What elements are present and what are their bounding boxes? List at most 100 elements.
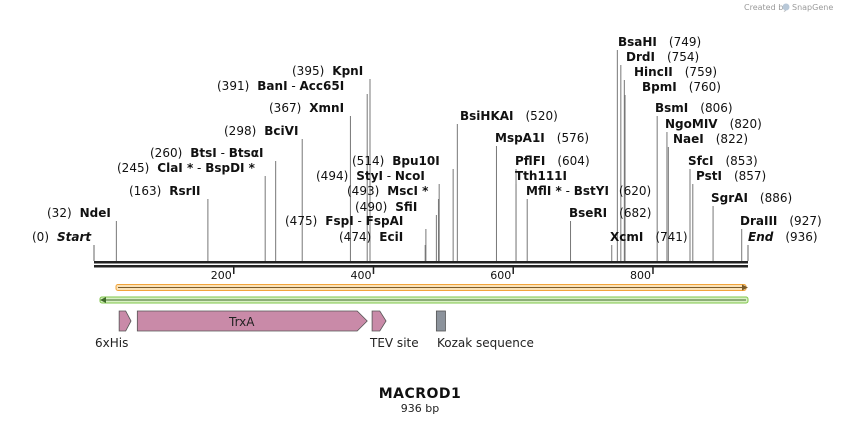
site-hincii-name[interactable]: HincII: [634, 65, 673, 79]
svg-text:(367)XmnI: (367) XmnI: [269, 101, 344, 115]
site-end-name[interactable]: End: [748, 230, 774, 244]
site-btsi-name2[interactable]: BtsαI: [229, 146, 264, 160]
site-pflfi-name[interactable]: PflFI: [515, 154, 545, 168]
svg-text:DraIII(927): DraIII(927): [740, 214, 822, 228]
site-ngomiv-name[interactable]: NgoMIV: [665, 117, 718, 131]
site-bpmi-name[interactable]: BpmI: [642, 80, 677, 94]
site-sfci-num: (853): [725, 154, 757, 168]
site-tth111i-name[interactable]: Tth111I: [515, 169, 567, 183]
site-kpni-name[interactable]: KpnI: [332, 64, 363, 78]
ruler-tick-label-800: 800: [630, 269, 651, 282]
svg-text:(391)BanI - Acc65I: (391)BanI - Acc65I: [217, 79, 344, 93]
site-btsi-num: (260): [150, 146, 182, 160]
site-bsahi-name[interactable]: BsaHI: [618, 35, 657, 49]
site-xcmi-name[interactable]: XcmI: [610, 230, 643, 244]
site-mfli-dash: -: [562, 184, 574, 198]
credit-brand: SnapGene: [792, 3, 833, 12]
svg-text:Tth111I: Tth111I: [515, 169, 567, 183]
svg-text:BsmI(806): BsmI (806): [655, 101, 733, 115]
site-mfli-name[interactable]: MflI *: [526, 184, 562, 198]
site-kpni-num: (395): [292, 64, 324, 78]
site-naei-num: (822): [716, 132, 748, 146]
site-ngomiv-num: (820): [730, 117, 762, 131]
site-fspi-num: (475): [285, 214, 317, 228]
feature-trxa[interactable]: [136, 310, 368, 332]
site-msci-num: (493): [347, 184, 379, 198]
site-sgrai-name[interactable]: SgrAI: [711, 191, 748, 205]
svg-text:(494)StyI - NcoI: (494)StyI - NcoI: [316, 169, 425, 183]
svg-text:DrdI(754): DrdI (754): [626, 50, 699, 64]
site-mfli-name2[interactable]: BstYI: [574, 184, 609, 198]
site-draiii-name[interactable]: DraIII: [740, 214, 777, 228]
site-psti-num: (857): [734, 169, 766, 183]
site-bani-name[interactable]: BanI: [257, 79, 287, 93]
site-naei-name[interactable]: NaeI: [673, 132, 704, 146]
svg-text:(475)FspI - FspAI: (475) FspI - FspAI: [285, 214, 403, 228]
svg-text:MflI * - BstYI(620): MflI * - BstYI (620): [526, 184, 651, 198]
site-drdi-name[interactable]: DrdI: [626, 50, 655, 64]
sequence-length: 936 bp: [401, 402, 439, 415]
site-fspi-name[interactable]: FspI: [325, 214, 353, 228]
site-sfci-name[interactable]: SfcI: [688, 154, 713, 168]
svg-text:(514)Bpu10I: (514) Bpu10I: [352, 154, 440, 168]
site-mfli-num: (620): [619, 184, 651, 198]
site-mspa1i-name[interactable]: MspA1I: [495, 131, 545, 145]
backbone-bottom-strand: [94, 265, 748, 268]
site-xcmi-num: (741): [655, 230, 687, 244]
feature-tev[interactable]: [371, 310, 387, 332]
site-fspi-name2[interactable]: FspAI: [366, 214, 404, 228]
svg-text:(260)BtsI - BtsαI: (260)BtsI - BtsαI: [150, 146, 263, 160]
ruler-tick-label-600: 600: [490, 269, 511, 282]
site-bsmi-num: (806): [700, 101, 732, 115]
site-drdi-num: (754): [667, 50, 699, 64]
site-sfii-name[interactable]: SfiI: [395, 200, 417, 214]
feature-label-tev: TEV site: [369, 336, 419, 350]
site-psti-name[interactable]: PstI: [696, 169, 722, 183]
feature-6xhis[interactable]: [118, 310, 132, 332]
reverse-strand-arrow: [99, 296, 749, 304]
site-start-name[interactable]: Start: [57, 230, 92, 244]
svg-text:(490)SfiI: (490) SfiI: [355, 200, 417, 214]
site-ndei-name[interactable]: NdeI: [80, 206, 111, 220]
site-bsihkai-num: (520): [526, 109, 558, 123]
site-styi-name2[interactable]: NcoI: [395, 169, 425, 183]
site-clai-name2[interactable]: BspDI *: [205, 161, 255, 175]
site-fspi-dash: -: [354, 214, 366, 228]
svg-text:PflFI(604): PflFI(604): [515, 154, 590, 168]
site-bsmi-name[interactable]: BsmI: [655, 101, 688, 115]
site-sfii-num: (490): [355, 200, 387, 214]
site-xmni-num: (367): [269, 101, 301, 115]
site-clai-name[interactable]: ClaI *: [157, 161, 194, 175]
site-ecli-name[interactable]: EciI: [379, 230, 403, 244]
svg-text:(0)Start: (0)Start: [32, 230, 92, 244]
svg-text:(474)EciI: (474) EciI: [339, 230, 403, 244]
svg-text:SgrAI(886): SgrAI (886): [711, 191, 792, 205]
ruler-tick-label-200: 200: [211, 269, 232, 282]
site-msci-name[interactable]: MscI *: [387, 184, 429, 198]
feature-kozak[interactable]: [435, 310, 446, 332]
svg-text:(163)RsrII: (163) RsrII: [129, 184, 201, 198]
site-bpu10i-name[interactable]: Bpu10I: [392, 154, 439, 168]
svg-text:SfcI(853): SfcI (853): [688, 154, 758, 168]
site-bseri-name[interactable]: BseRI: [569, 206, 607, 220]
site-bseri-num: (682): [619, 206, 651, 220]
site-ndei-num: (32): [47, 206, 72, 220]
site-btsi-name[interactable]: BtsI: [190, 146, 217, 160]
feature-label-6xhis: 6xHis: [95, 336, 128, 350]
site-styi-name[interactable]: StyI: [356, 169, 383, 183]
site-ecli-num: (474): [339, 230, 371, 244]
snapgene-logo-icon: [782, 3, 790, 11]
site-bpu10i-num: (514): [352, 154, 384, 168]
ruler-tick-label-400: 400: [350, 269, 371, 282]
site-bcivi-name[interactable]: BciVI: [264, 124, 298, 138]
site-bsihkai-name[interactable]: BsiHKAI: [460, 109, 514, 123]
site-bani-name2[interactable]: Acc65I: [300, 79, 345, 93]
site-mspa1i-num: (576): [557, 131, 589, 145]
site-xmni-name[interactable]: XmnI: [309, 101, 344, 115]
credit-prefix: Created by: [744, 3, 788, 12]
site-sgrai-num: (886): [760, 191, 792, 205]
site-bpmi-num: (760): [689, 80, 721, 94]
site-rsrii-num: (163): [129, 184, 161, 198]
site-rsrii-name[interactable]: RsrII: [169, 184, 200, 198]
